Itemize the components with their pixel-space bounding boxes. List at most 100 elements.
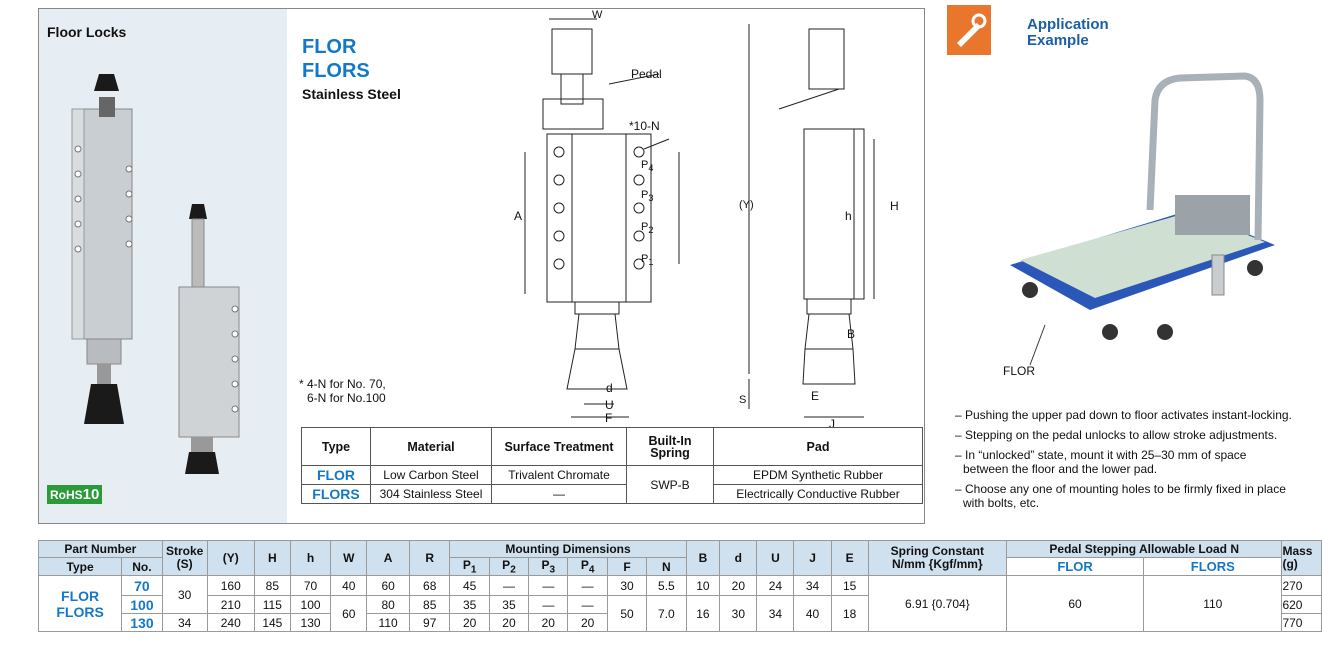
holes-label: *10-N — [629, 119, 660, 133]
h-stroke: Stroke(S) — [161, 539, 208, 577]
spec-h-material: Material — [370, 427, 492, 466]
B-70: 10 — [685, 575, 721, 597]
product-photo-area: Floor Locks RoHS10 — [39, 9, 287, 523]
rohs-number: 10 — [82, 486, 100, 503]
H-70: 85 — [253, 575, 291, 597]
table-row: 130 34 240 145 130 110 97 20 20 20 20 77… — [39, 613, 1322, 633]
h-mass: Mass(g) — [1281, 539, 1322, 577]
dim-E: E — [811, 389, 820, 403]
dim-h: h — [845, 209, 852, 223]
R-130: 97 — [408, 613, 451, 633]
dim-P1: P1 — [641, 253, 654, 268]
rohs-label: RoHS — [50, 488, 83, 502]
note-1: – Pushing the upper pad down to floor ac… — [955, 408, 1292, 422]
main-spec-table: Part Number Stroke(S) (Y) H h W A R Moun… — [37, 539, 1322, 633]
load-flor: 60 — [1005, 575, 1145, 633]
h-130: 130 — [289, 613, 332, 633]
F-70: 30 — [606, 575, 648, 597]
dim-J: J — [829, 417, 835, 431]
P2-130: 20 — [488, 613, 530, 633]
dim-U: U — [605, 398, 614, 412]
dim-S: S — [739, 394, 747, 406]
note-2: – Stepping on the pedal unlocks to allow… — [955, 428, 1278, 442]
P4-70: — — [567, 575, 608, 597]
h-J: J — [793, 539, 832, 577]
mass-100: 620 — [1281, 595, 1322, 615]
P2-100: 35 — [488, 595, 530, 615]
footnote-2: 6-N for No.100 — [307, 391, 386, 405]
N-100-130: 7.0 — [646, 595, 687, 633]
h-part-number: Part Number — [38, 540, 163, 558]
flor-callout: FLOR — [1003, 364, 1036, 378]
spec-material-2: 304 Stainless Steel — [370, 484, 492, 504]
h-100: 100 — [289, 595, 332, 615]
spec-pad-1: EPDM Synthetic Rubber — [713, 465, 923, 485]
h-P1: P1 — [449, 556, 490, 577]
footnote-1: * 4-N for No. 70, — [299, 377, 386, 391]
dim-P2: P2 — [641, 221, 654, 236]
stroke-b: 34 — [161, 613, 208, 633]
h-U: U — [756, 539, 795, 577]
h-B: B — [685, 539, 721, 577]
no-70: 70 — [121, 575, 163, 597]
h-P4: P4 — [567, 556, 608, 577]
h-A: A — [366, 539, 410, 577]
dim-W: W — [592, 9, 603, 21]
spec-type-2: FLORS — [301, 484, 371, 504]
dim-d: d — [606, 381, 613, 395]
h-flor: FLOR — [1005, 556, 1145, 577]
application-icon — [947, 5, 991, 55]
spec-h-spring: Built-In Spring — [626, 427, 714, 466]
dimension-drawing — [524, 18, 875, 418]
h-no: No. — [121, 556, 163, 577]
P4-130: 20 — [567, 613, 608, 633]
pedal-label: Pedal — [631, 67, 662, 81]
h-mounting: Mounting Dimensions — [449, 540, 687, 558]
note-4b: with bolts, etc. — [963, 496, 1040, 510]
spec-h-type: Type — [301, 427, 371, 466]
N-70: 5.5 — [646, 575, 687, 597]
spec-h-surface: Surface Treatment — [491, 427, 627, 466]
h-W: W — [330, 539, 368, 577]
P2-70: — — [488, 575, 530, 597]
product-panel: Floor Locks RoHS10 — [38, 8, 925, 524]
A-70: 60 — [366, 575, 410, 597]
U-70: 24 — [756, 575, 795, 597]
spec-material-1: Low Carbon Steel — [370, 465, 492, 485]
spec-type-1: FLOR — [301, 465, 371, 485]
application-title-1: Application — [1027, 16, 1109, 33]
E-100-130: 18 — [830, 595, 869, 633]
h-N: N — [646, 556, 687, 577]
spec-surface-1: Trivalent Chromate — [491, 465, 627, 485]
application-title-2: Example — [1027, 32, 1089, 49]
spec-h-pad: Pad — [713, 427, 923, 466]
spring-constant: 6.91 {0.704} — [867, 575, 1007, 633]
h-P3: P3 — [528, 556, 569, 577]
dim-B: B — [847, 327, 856, 341]
note-4a: – Choose any one of mounting holes to be… — [955, 482, 1286, 496]
F-100-130: 50 — [606, 595, 648, 633]
floor-lock-photo — [71, 74, 240, 474]
U-100-130: 34 — [756, 595, 795, 633]
product-code-1: FLOR — [302, 36, 357, 58]
header-title: Floor Locks — [47, 24, 127, 40]
R-70: 68 — [408, 575, 451, 597]
load-flors: 110 — [1143, 575, 1283, 633]
d-70: 20 — [719, 575, 758, 597]
P4-100: — — [567, 595, 608, 615]
R-100: 85 — [408, 595, 451, 615]
h-d: d — [719, 539, 758, 577]
P3-100: — — [528, 595, 569, 615]
A-100: 80 — [366, 595, 410, 615]
tool-icon — [957, 13, 987, 47]
h-70: 70 — [289, 575, 332, 597]
stroke-a: 30 — [161, 575, 208, 615]
cart-illustration — [1010, 72, 1275, 366]
H-100: 115 — [253, 595, 291, 615]
h-H: H — [253, 539, 291, 577]
h-F: F — [606, 556, 648, 577]
application-title: Application Example — [1027, 17, 1109, 49]
P1-70: 45 — [449, 575, 490, 597]
